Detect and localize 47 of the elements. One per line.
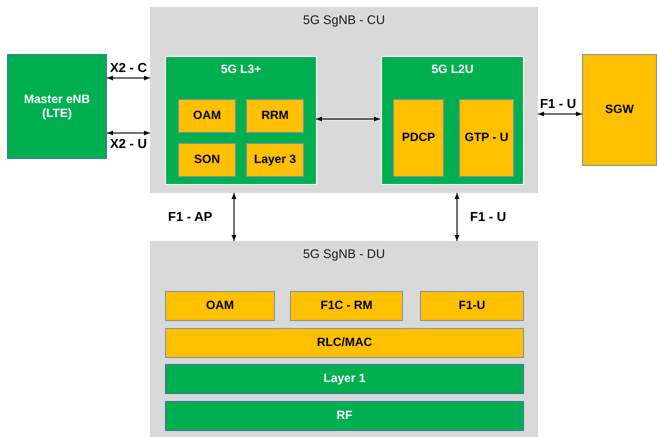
node-label: 5G L2U xyxy=(430,63,474,77)
unit-panel xyxy=(150,241,538,437)
connector-arrow xyxy=(538,112,582,116)
module-box xyxy=(178,99,236,133)
station-box xyxy=(7,54,107,159)
node-label: RLC/MAC xyxy=(316,336,374,350)
edge-label: X2 - U xyxy=(110,136,147,151)
node-label: 5G SgNB - CU xyxy=(302,13,386,28)
node-label: 5G SgNB - DU xyxy=(302,247,386,262)
connector-arrow xyxy=(232,192,236,242)
connector-arrow xyxy=(454,192,460,242)
node-label: RRM xyxy=(260,109,290,123)
connector-arrow xyxy=(106,76,150,80)
module-box xyxy=(459,99,514,177)
node-label: SGW xyxy=(604,103,635,117)
node-label: OAM xyxy=(205,299,235,313)
layer-group-box xyxy=(165,56,317,185)
gateway-box xyxy=(582,54,657,166)
node-label: F1C - RM xyxy=(320,299,374,313)
node-label: RF xyxy=(336,409,354,423)
connector-arrow xyxy=(106,130,150,136)
node-label: PDCP xyxy=(400,131,436,145)
node-label: Layer 3 xyxy=(252,153,298,167)
module-box xyxy=(165,291,275,321)
edge-label: F1 - AP xyxy=(168,209,212,224)
node-label: 5G L3+ xyxy=(220,63,262,77)
edge-label: F1 - U xyxy=(470,209,506,224)
layer-bar xyxy=(165,401,524,431)
node-label: SON xyxy=(192,153,221,167)
node-label: Master eNB (LTE) xyxy=(22,92,92,120)
layer-bar xyxy=(165,364,524,394)
node-label: F1-U xyxy=(458,299,486,313)
module-box xyxy=(246,99,304,133)
node-label: GTP - U xyxy=(464,131,510,145)
module-box xyxy=(290,291,403,321)
edge-label: F1 - U xyxy=(540,96,576,111)
node-label: OAM xyxy=(192,109,222,123)
layer-group-box xyxy=(381,56,524,185)
module-box xyxy=(393,99,444,177)
module-box xyxy=(246,143,304,177)
edge-label: X2 - C xyxy=(110,60,147,75)
node-label: Layer 1 xyxy=(322,372,367,386)
unit-panel xyxy=(150,7,538,193)
connector-arrow xyxy=(316,116,380,122)
module-box xyxy=(178,143,236,177)
module-box xyxy=(420,291,524,321)
layer-bar xyxy=(165,328,524,358)
